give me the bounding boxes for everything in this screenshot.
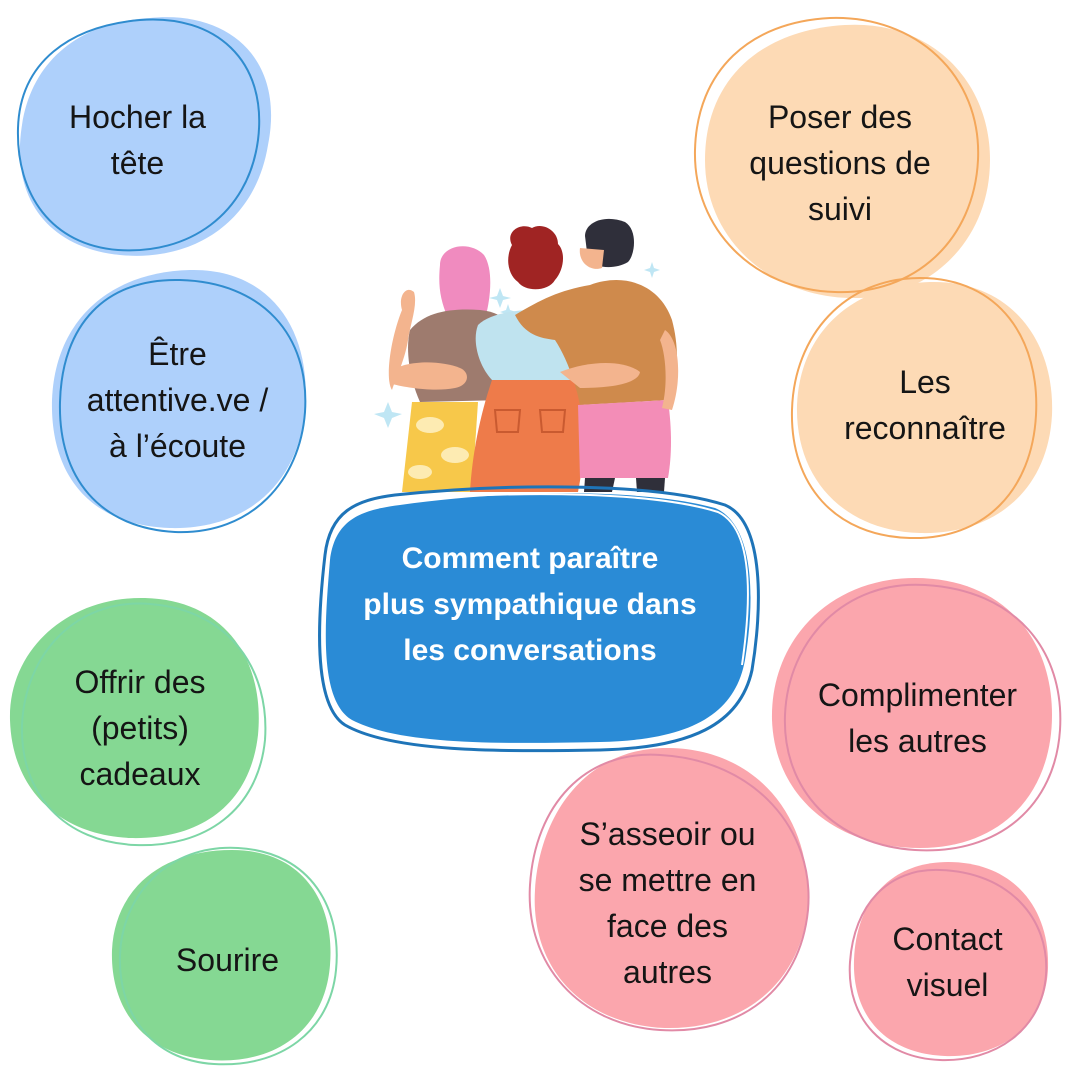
sparkle-icon [489,288,511,308]
sparkle-icon [644,262,660,278]
diagram-title: Comment paraître plus sympathique dans l… [363,542,697,667]
blob-contact [848,862,1049,1062]
blob-etre [51,269,307,534]
blob-complimenter [771,578,1062,852]
blob-sourire [111,846,338,1066]
tip-poser-des-questions: Poser des questions de suivi [749,98,931,227]
tip-complimenter: Complimenter les autres [817,677,1018,759]
illustration-friends [374,218,679,492]
tip-les-reconnaitre: Les reconnaître [844,364,1006,446]
blob-hocher [16,17,272,256]
tip-sourire: Sourire [175,942,280,978]
tip-contact-visuel: Contact visuel [892,921,1003,1003]
blob-sasseoir [528,747,810,1032]
blob-reconnaitre [790,276,1053,540]
sparkle-icon [500,304,516,320]
tip-offrir-des-cadeaux: Offrir des (petits) cadeaux [74,663,206,792]
tip-etre-attentive: Être attentive.ve / à l’écoute [86,336,269,464]
center-bubble [318,485,760,753]
tip-sasseoir: S’asseoir ou se mettre en face des autre… [578,816,757,990]
sparkle-icon [374,402,402,428]
blob-offrir [9,597,267,847]
blob-poser [693,16,990,299]
tip-hocher-la-tete: Hocher la tête [69,99,206,181]
